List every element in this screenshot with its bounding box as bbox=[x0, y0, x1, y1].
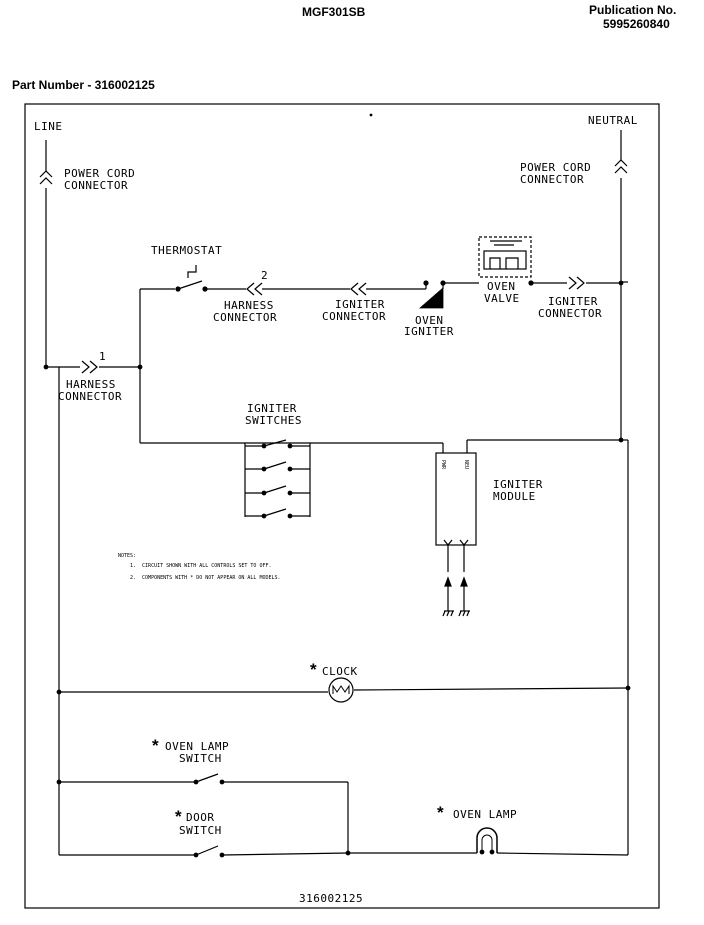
oven-lamp-asterisk: * bbox=[437, 803, 444, 822]
oven-igniter-label-1: OVEN bbox=[415, 314, 444, 327]
oven-lamp-label: OVEN LAMP bbox=[453, 808, 518, 821]
igniter-connector-left-label-1: IGNITER bbox=[335, 298, 385, 311]
igniter-connector-left bbox=[350, 282, 367, 296]
module-pin-neu: NEU bbox=[463, 459, 470, 470]
oven-valve-label-2: VALVE bbox=[484, 292, 520, 305]
pin-1-label: 1 bbox=[99, 350, 107, 363]
power-cord-connector-left bbox=[39, 170, 53, 185]
model-number: MGF301SB bbox=[302, 5, 366, 19]
note-2: 2. COMPONENTS WITH * DO NOT APPEAR ON AL… bbox=[130, 575, 281, 581]
harness-connector-top bbox=[246, 282, 263, 296]
door-switch-label-2: SWITCH bbox=[179, 824, 222, 837]
clock-asterisk: * bbox=[310, 660, 317, 679]
thermostat-label: THERMOSTAT bbox=[151, 244, 223, 257]
power-cord-left-label-1: POWER CORD bbox=[64, 167, 136, 180]
door-switch-label-1: DOOR bbox=[186, 811, 215, 824]
harness-top-label-1: HARNESS bbox=[224, 299, 274, 312]
neutral-label: NEUTRAL bbox=[588, 114, 638, 127]
module-pin-pwr: PWR bbox=[440, 459, 447, 470]
note-1: 1. CIRCUIT SHOWN WITH ALL CONTROLS SET T… bbox=[130, 563, 272, 569]
harness-connector-left bbox=[81, 360, 98, 374]
publication-number: 5995260840 bbox=[603, 17, 670, 31]
power-cord-connector-right bbox=[614, 159, 628, 174]
oven-valve-label-1: OVEN bbox=[487, 280, 516, 293]
igniter-module bbox=[435, 452, 477, 617]
igniter-switches-label-1: IGNITER bbox=[247, 402, 297, 415]
footer-part-number: 316002125 bbox=[299, 892, 364, 905]
oven-lamp-switch-asterisk: * bbox=[152, 736, 159, 755]
publication-label: Publication No. bbox=[589, 3, 677, 17]
thermostat bbox=[175, 265, 208, 292]
igniter-connector-left-label-2: CONNECTOR bbox=[322, 310, 387, 323]
clock-label: CLOCK bbox=[322, 665, 358, 678]
harness-left-label-2: CONNECTOR bbox=[58, 390, 123, 403]
oven-igniter-label-2: IGNITER bbox=[404, 325, 454, 338]
igniter-module-label-1: IGNITER bbox=[493, 478, 543, 491]
power-cord-right-label-2: CONNECTOR bbox=[520, 173, 585, 186]
harness-left-label-1: HARNESS bbox=[66, 378, 116, 391]
notes-title: NOTES: bbox=[118, 553, 137, 559]
clock-motor bbox=[328, 677, 354, 703]
igniter-switches bbox=[244, 439, 311, 519]
oven-lamp bbox=[476, 827, 498, 855]
door-switch-asterisk: * bbox=[175, 807, 182, 826]
oven-lamp-switch-label-2: SWITCH bbox=[179, 752, 222, 765]
pin-2-label: 2 bbox=[261, 269, 269, 282]
oven-valve bbox=[478, 236, 532, 278]
oven-lamp-switch bbox=[193, 773, 225, 785]
igniter-connector-right-label-1: IGNITER bbox=[548, 295, 598, 308]
harness-top-label-2: CONNECTOR bbox=[213, 311, 278, 324]
power-cord-right-label-1: POWER CORD bbox=[520, 161, 592, 174]
igniter-connector-right-label-2: CONNECTOR bbox=[538, 307, 603, 320]
diagram-border bbox=[24, 103, 660, 909]
line-label: LINE bbox=[34, 120, 63, 133]
igniter-switches-label-2: SWITCHES bbox=[245, 414, 302, 427]
oven-lamp-switch-label-1: OVEN LAMP bbox=[165, 740, 230, 753]
oven-igniter bbox=[418, 287, 444, 309]
door-switch bbox=[193, 845, 225, 858]
igniter-connector-right bbox=[568, 276, 585, 290]
part-number: Part Number - 316002125 bbox=[12, 78, 155, 92]
power-cord-left-label-2: CONNECTOR bbox=[64, 179, 129, 192]
igniter-module-label-2: MODULE bbox=[493, 490, 536, 503]
